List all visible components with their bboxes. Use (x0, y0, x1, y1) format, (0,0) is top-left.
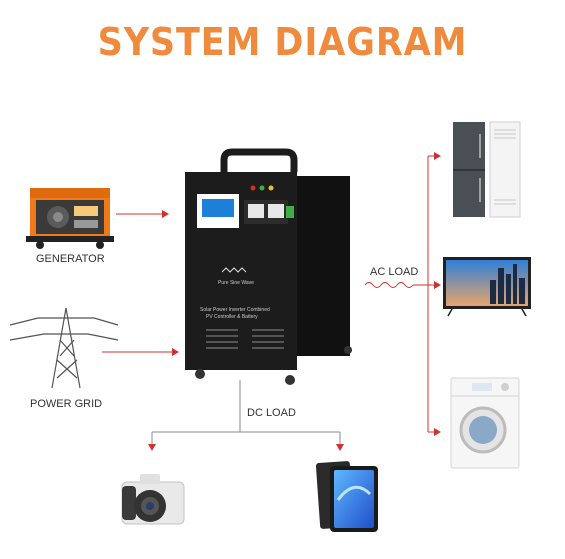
television-icon (443, 257, 531, 317)
device-panel-text-1: Solar Power Inverter Combined (200, 307, 270, 313)
device-panel-text-2: PV Controller & Battery (206, 314, 258, 320)
page-title: SYSTEM DIAGRAM (97, 20, 468, 64)
camera-icon (121, 474, 185, 525)
refrigerator-icon (453, 122, 485, 217)
solar-power-inverter-unit (185, 148, 352, 385)
device-badge: Pure Sine Wave (218, 280, 254, 286)
generator-icon (26, 188, 114, 249)
ac-wave-line (364, 282, 414, 288)
power-grid-label: POWER GRID (30, 398, 103, 410)
generator-label: GENERATOR (36, 253, 105, 265)
ac-load-label: AC LOAD (370, 266, 419, 278)
power-grid-tower-icon (9, 307, 119, 389)
tablet-icon (315, 461, 378, 532)
dc-load-label: DC LOAD (247, 407, 296, 419)
washing-machine-icon (450, 377, 520, 469)
air-conditioner-icon (489, 121, 521, 218)
